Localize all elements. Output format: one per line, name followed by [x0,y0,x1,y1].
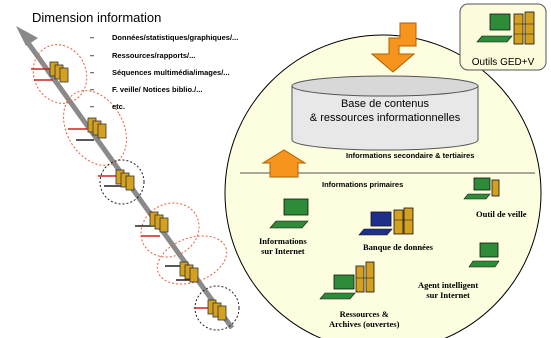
orange-bent-arrow [370,22,417,73]
resource-archives-label: Ressources &Archives (ouvertes) [329,309,400,329]
resource-databank-label: Banque de données [363,242,433,252]
tools-box-label[interactable]: Outils GED+V [471,57,535,68]
computer-icon-internet [269,198,309,229]
computer-icon-databank [358,207,414,236]
orange-up-arrow [261,149,307,178]
database-label-line1: Base de contenus [340,98,430,110]
primary-info-label: Informations primaires [322,180,404,189]
computer-icon-agent [468,242,500,268]
source-item: –Ressources/rapports/... [90,51,196,60]
database-cylinder [291,75,479,151]
resource-watch-label: Outil de veille [476,209,527,219]
source-item: –Séquences multimédia/images/... [90,68,230,77]
page-title: Dimension information [32,10,162,25]
source-item: –Données/statistiques/graphiques/... [90,33,239,42]
tools-box[interactable] [459,3,547,71]
document-stacks [49,61,227,321]
source-item: –etc. [90,102,125,111]
source-clouds [32,44,228,285]
database-label-line2: & ressources informationnelles [309,112,461,124]
source-item: –F. veille/ Notices biblio./... [90,85,203,94]
computer-icon-watch [463,177,500,200]
secondary-info-label: Informations secondaire & tertiaires [346,151,475,160]
computer-icon-archives [319,261,375,300]
